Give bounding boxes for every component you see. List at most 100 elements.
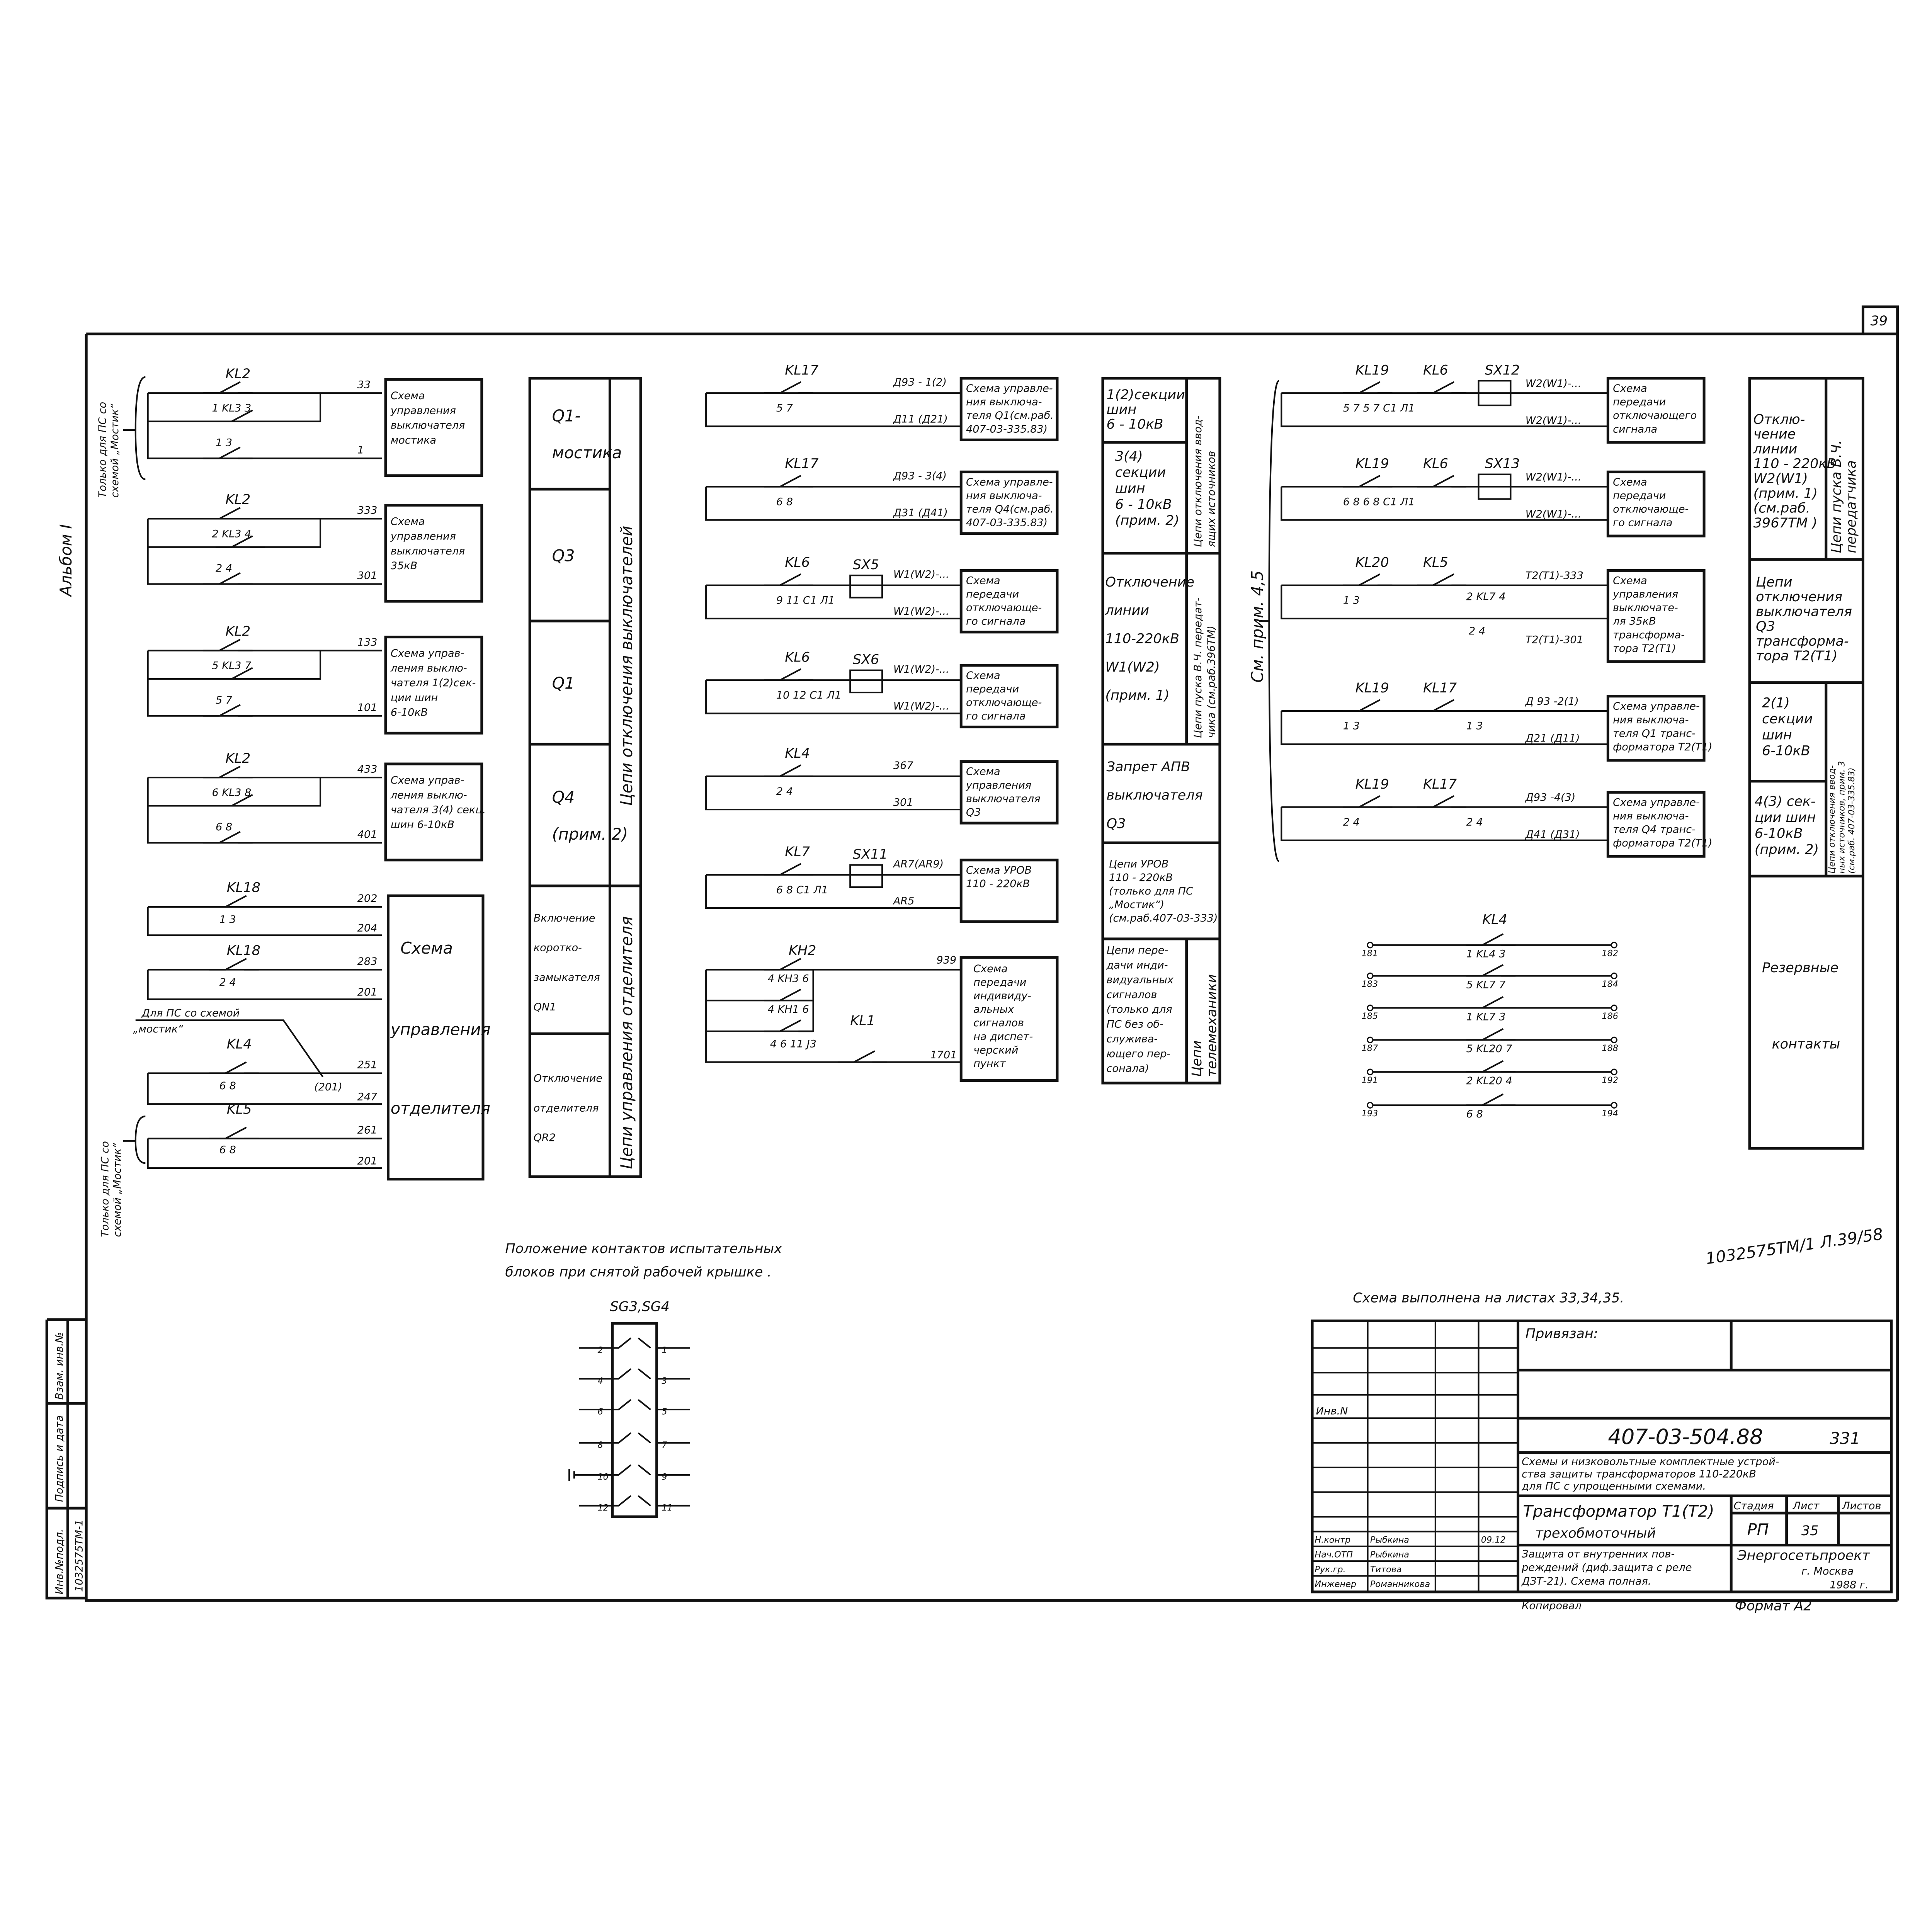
- staff-role: Нач.ОТП: [1315, 1550, 1353, 1560]
- test-terminal: 7: [662, 1440, 667, 1450]
- relay-label: KL20: [1355, 554, 1389, 570]
- contact-numbers: 2 4: [219, 976, 236, 988]
- circuit-box: [1606, 791, 1706, 858]
- terminal-number: 283: [357, 956, 378, 968]
- text-line: ДЗТ-21). Схема полная.: [1521, 1575, 1651, 1587]
- terminal: [1611, 1068, 1617, 1075]
- text-line: Включение: [534, 912, 595, 924]
- reserve-contacts: контакты: [1772, 1036, 1840, 1052]
- text-line: Цепи отключения ввод-: [1827, 765, 1837, 873]
- staff-name: Романникова: [1370, 1579, 1430, 1589]
- relay-label: KL19: [1355, 680, 1389, 696]
- circuit-box: [959, 377, 1059, 441]
- note-mostik-top: Только для ПС сосхемой „Мостик“: [97, 402, 121, 498]
- text-line: Схема управле-: [1613, 701, 1700, 713]
- note-sheets: Схема выполнена на листах 33,34,35.: [1353, 1290, 1624, 1306]
- text-line: Схема: [391, 515, 425, 527]
- test-block-label: SX11: [853, 847, 888, 862]
- contact-numbers: 9 11 C1 Л1: [776, 595, 835, 607]
- terminal-number: 187: [1362, 1043, 1378, 1053]
- text-line: (см.раб.: [1753, 500, 1810, 516]
- text-line: альных: [973, 1003, 1014, 1015]
- relay-label: KL5: [1423, 554, 1448, 570]
- terminal: [1367, 1004, 1374, 1012]
- text-line: трансформа-: [1756, 633, 1849, 649]
- text-line: теля Q1(см.раб.: [966, 410, 1054, 422]
- text-line: 6-10кВ: [391, 707, 428, 719]
- text-line: Схема управле-: [966, 476, 1053, 488]
- terminal-number: Д21 (Д11): [1525, 733, 1580, 745]
- terminal-number: W1(W2)-...: [893, 701, 949, 713]
- text-line: Цепи пуска В.Ч. передат-: [1192, 597, 1204, 738]
- text-line: (прим. 2): [1755, 842, 1819, 857]
- text-line: сигналов: [973, 1017, 1024, 1029]
- contact-numbers: 2 4: [216, 563, 232, 575]
- control-box-label: Схема управ-ления выклю-чателя 1(2)сек-ц…: [390, 648, 476, 719]
- text-line: Q3: [1756, 619, 1775, 634]
- text-line: (прим. 1): [1105, 687, 1169, 703]
- text-line: выключателя: [391, 420, 465, 432]
- text-line: секции: [1115, 464, 1166, 480]
- test-block-label: SX13: [1485, 456, 1520, 472]
- text-line: 4(3) сек-: [1755, 793, 1816, 809]
- contact-symbol: [1343, 574, 1393, 585]
- test-terminal: 3: [662, 1376, 667, 1386]
- terminal: [1611, 942, 1617, 949]
- note-mostik: Для ПС со схемой: [141, 1007, 240, 1019]
- terminal-number: 301: [893, 796, 913, 808]
- terminal-number: Д 93 -2(1): [1525, 696, 1579, 707]
- test-terminal: 2: [598, 1345, 603, 1355]
- text-line: передачи: [973, 976, 1026, 988]
- test-terminal: 5: [662, 1407, 667, 1417]
- terminal-number: 191: [1362, 1075, 1378, 1085]
- text-line: шин 6-10кВ: [391, 819, 454, 831]
- staff-name: Рыбкина: [1370, 1535, 1409, 1545]
- test-block-label: SX5: [853, 557, 879, 573]
- test-block-title: SG3,SG4: [610, 1299, 670, 1315]
- text-line: ния выключа-: [966, 396, 1042, 408]
- text-line: чика (см.раб.396ТМ): [1206, 626, 1218, 738]
- text-line: чателя 3(4) секц.: [391, 804, 486, 816]
- text-line: мостика: [391, 434, 436, 446]
- organization-year: 1988 г.: [1830, 1579, 1868, 1591]
- text-line: индивиду-: [973, 990, 1031, 1002]
- circuit-box: [959, 569, 1059, 634]
- text-line: Схема: [1613, 383, 1647, 395]
- text-line: (прим. 2): [552, 825, 628, 844]
- terminal-number: 433: [357, 763, 378, 775]
- text-line: Цепи: [1756, 574, 1793, 590]
- circuit-box-label: Схема управле-ния выключа-теля Q4(см.раб…: [966, 476, 1054, 529]
- orig-inv-label: Инв.№подл.: [54, 1529, 66, 1595]
- text-line: Отклю-: [1753, 412, 1805, 427]
- contact-symbol: [1417, 476, 1466, 487]
- text-line: (только для: [1107, 1003, 1172, 1015]
- terminal: [1611, 1004, 1617, 1012]
- circuit-box: [1606, 569, 1706, 663]
- relay-label: KL2: [226, 750, 251, 766]
- project-title: Схемы и низковольтные комплектные устрой…: [1521, 1456, 1779, 1492]
- organization-city: г. Москва: [1801, 1565, 1854, 1577]
- relay-label: KL4: [227, 1036, 252, 1052]
- terminal-number: 182: [1602, 948, 1618, 958]
- separator-control-box: [386, 894, 485, 1181]
- test-terminal: 6: [598, 1407, 603, 1417]
- text-line: 110-220кВ: [1105, 631, 1179, 647]
- text-line: Q4: [552, 788, 575, 806]
- contact-symbol: [203, 832, 253, 843]
- terminal-number: 181: [1362, 948, 1378, 958]
- contact-numbers: 2 KL3 4: [212, 528, 251, 540]
- text-line: Цепи: [1189, 1040, 1205, 1077]
- text-line: W1(W2): [1105, 659, 1160, 675]
- terminal-number: 1: [357, 444, 364, 456]
- side-label-input-trip: Цепи отключения ввод-ных источников, при…: [1827, 761, 1857, 874]
- text-line: W2(W1): [1753, 471, 1808, 486]
- reserve-contacts: Резервные: [1762, 960, 1838, 976]
